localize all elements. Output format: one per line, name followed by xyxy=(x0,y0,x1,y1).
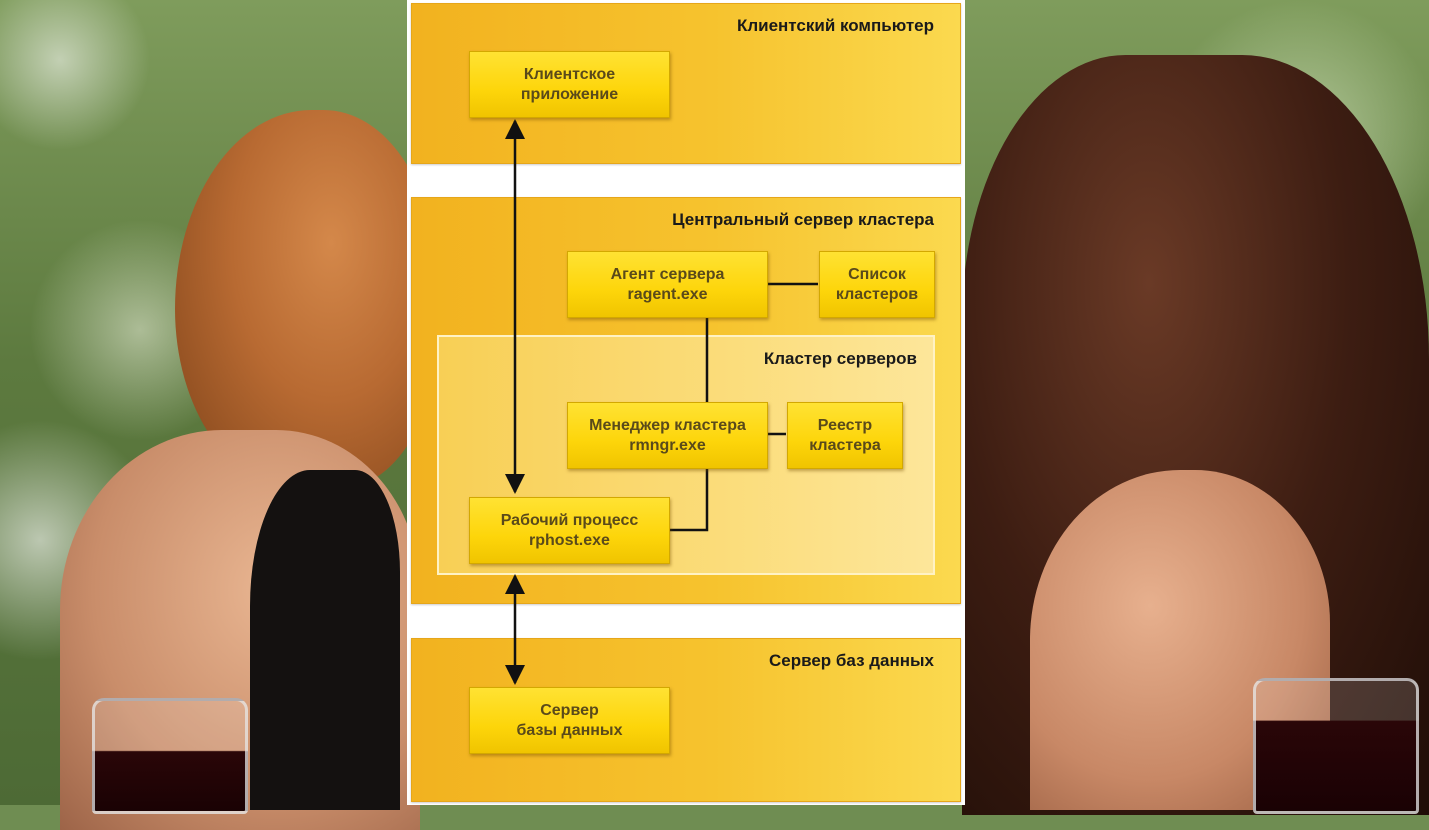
node-client-application: Клиентское приложение xyxy=(469,51,670,118)
left-person-dress xyxy=(250,470,400,810)
node-cluster-list-line2: кластеров xyxy=(835,285,919,303)
node-cluster-manager-line2: rmngr.exe xyxy=(629,436,706,454)
zone-title-central: Центральный сервер кластера xyxy=(672,210,934,229)
node-client-application-line2: приложение xyxy=(520,85,619,103)
node-cluster-manager: Менеджер кластера rmngr.exe xyxy=(567,402,768,469)
node-cluster-registry-line1: Реестр xyxy=(817,416,873,434)
right-wine-glass xyxy=(1253,678,1419,814)
zone-title-client: Клиентский компьютер xyxy=(736,16,934,35)
node-cluster-list-line1: Список xyxy=(848,265,906,283)
zone-title-database: Сервер баз данных xyxy=(769,651,934,670)
left-wine-glass xyxy=(92,698,248,814)
node-cluster-registry: Реестр кластера xyxy=(787,402,903,469)
node-cluster-list: Список кластеров xyxy=(819,251,935,318)
left-person-hair xyxy=(175,110,435,490)
node-server-agent-line1: Агент сервера xyxy=(610,265,725,283)
node-server-agent-line2: ragent.exe xyxy=(627,285,708,303)
node-database-server-line2: базы данных xyxy=(516,721,623,739)
node-cluster-registry-line2: кластера xyxy=(809,436,881,454)
node-cluster-manager-line1: Менеджер кластера xyxy=(589,416,746,434)
node-server-agent: Агент сервера ragent.exe xyxy=(567,251,768,318)
node-worker-process-line2: rphost.exe xyxy=(529,531,610,549)
node-database-server-line1: Сервер xyxy=(540,701,599,719)
node-database-server: Сервер базы данных xyxy=(469,687,670,754)
zone-title-cluster: Кластер серверов xyxy=(763,349,917,368)
node-worker-process-line1: Рабочий процесс xyxy=(500,511,639,529)
node-worker-process: Рабочий процесс rphost.exe xyxy=(469,497,670,564)
zone-client-computer: Клиентский компьютер xyxy=(411,3,961,164)
node-client-application-line1: Клиентское xyxy=(523,65,616,83)
